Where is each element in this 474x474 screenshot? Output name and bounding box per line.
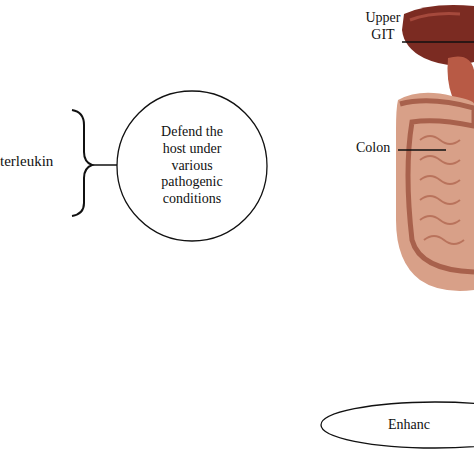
liver-shape [402,5,474,65]
ellipse-node: Enhanc [320,401,474,449]
digestive-organ-illustration [396,5,474,291]
small-intestine-loops [420,136,464,244]
node-text: Enhanc [388,417,430,434]
ellipse-node: Defend the host under various pathogenic… [116,90,268,242]
node-text: Defend the host under various pathogenic… [152,124,232,208]
intestine-shape [396,93,474,291]
leader-line [398,149,446,151]
leader-line [402,41,474,43]
liver-highlight [410,14,460,20]
text-label: Upper GIT [362,10,404,44]
bracket-line [92,164,118,166]
colon-shape [400,101,474,272]
curly-bracket [72,110,92,216]
text-label: terleukin [0,152,72,170]
text-label: Colon [356,140,400,157]
